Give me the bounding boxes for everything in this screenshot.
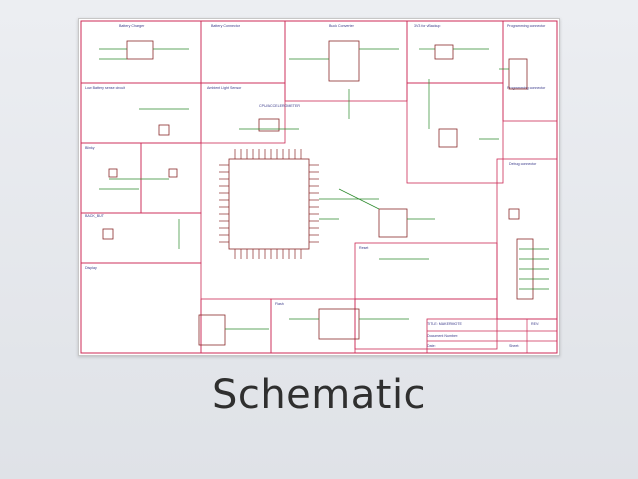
component: [126, 40, 154, 60]
section-title: Flash: [275, 302, 284, 306]
component: [508, 208, 520, 220]
component: [328, 40, 360, 82]
section-title: Reset: [359, 246, 368, 250]
component: [508, 58, 528, 90]
component: [198, 314, 226, 346]
section-border: [80, 20, 202, 84]
section-title: BACK_BUT: [85, 214, 105, 218]
section-title: CPU/ACCELEROMETER: [259, 104, 300, 108]
section-title: Battery Charger: [119, 24, 145, 28]
component: [438, 128, 458, 148]
section-border: [354, 242, 498, 300]
schematic-drawing: Battery Charger Battery Connector Buck Con…: [80, 20, 558, 354]
component: [258, 118, 280, 132]
section-title: Sheet:: [509, 344, 519, 348]
section-border: [80, 212, 202, 264]
drawing-frame: [80, 20, 558, 354]
component: [378, 208, 408, 238]
section-title: Battery Connector: [211, 24, 241, 28]
section-title: Ambient Light Sensor: [207, 86, 242, 90]
section-border: [406, 82, 504, 184]
section-title: Programming connector: [507, 24, 546, 28]
section-border: [80, 82, 202, 144]
title-block: [426, 318, 558, 354]
section-title: Programming connector: [507, 86, 546, 90]
section-title: Buck Converter: [329, 24, 355, 28]
section-title: Date:: [427, 344, 436, 348]
section-title: REV:: [531, 322, 539, 326]
section-title: Low Battery sense circuit: [85, 86, 125, 90]
component: [168, 168, 178, 178]
section-border: [80, 262, 202, 354]
section-title: TITLE: MAKERMOTE: [427, 322, 463, 326]
section-border: [200, 20, 286, 84]
section-title: 3V3 for vBackup: [414, 24, 440, 28]
section-border: [80, 142, 142, 214]
section-border: [140, 142, 202, 214]
section-border: [354, 298, 498, 350]
section-border: [284, 20, 408, 102]
component: [158, 124, 170, 136]
section-title: Debug connector: [509, 162, 537, 166]
section-border: [270, 298, 356, 354]
component: [102, 228, 114, 240]
component: [434, 44, 454, 60]
section-title: Display: [85, 266, 97, 270]
schematic-image: Battery Charger Battery Connector Buck Con…: [78, 18, 560, 356]
section-title: Document Number:: [427, 334, 458, 338]
slide-caption: Schematic: [211, 372, 427, 418]
component: [228, 158, 310, 250]
section-title: Blinky: [85, 146, 95, 150]
section-border: [502, 20, 558, 122]
section-border: [200, 82, 286, 144]
component: [318, 308, 360, 340]
component: [108, 168, 118, 178]
section-border: [406, 20, 504, 84]
